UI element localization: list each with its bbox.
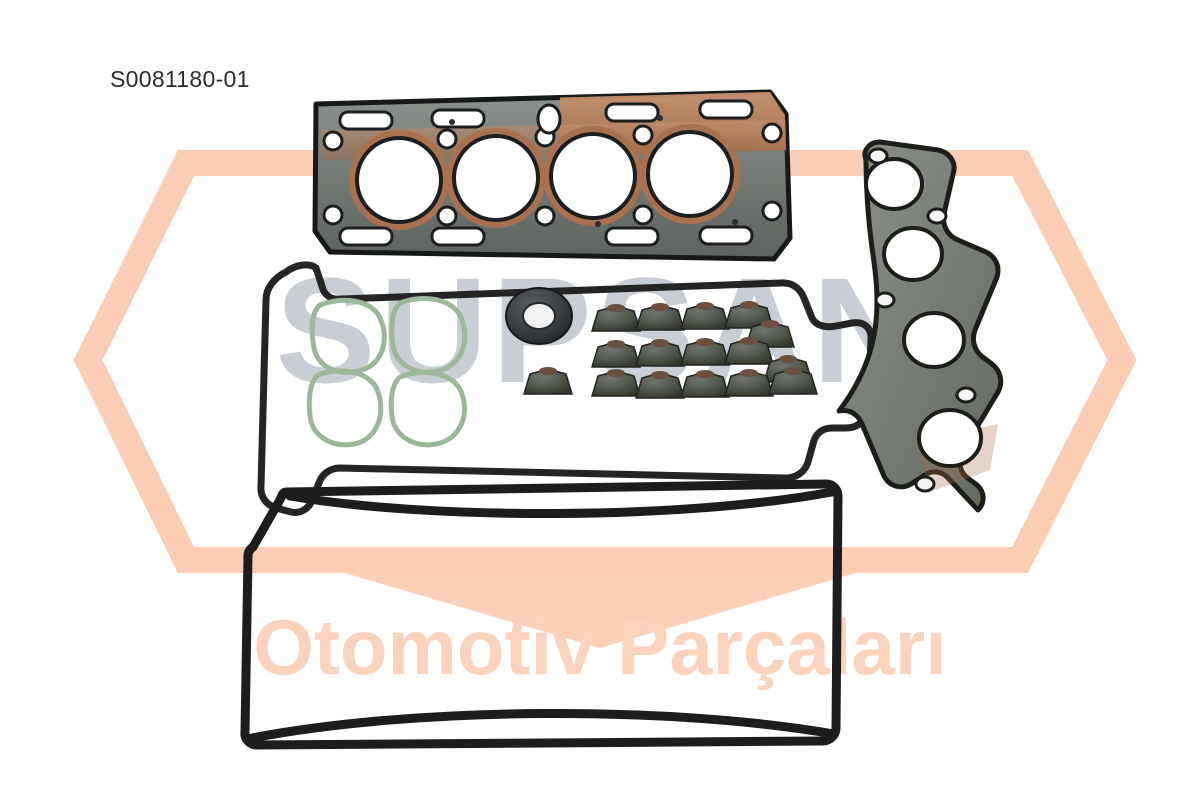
exhaust-manifold-gasket [836, 139, 1004, 513]
part-number-label: S0081180-01 [110, 66, 250, 92]
camshaft-oil-seal [505, 287, 573, 345]
cylinder-head-gasket [312, 89, 793, 262]
valve-cover-gasket [257, 261, 875, 516]
valve-stem-seals [522, 301, 819, 399]
intake-manifold-gaskets [306, 296, 468, 448]
oil-pan-gasket [240, 479, 843, 750]
